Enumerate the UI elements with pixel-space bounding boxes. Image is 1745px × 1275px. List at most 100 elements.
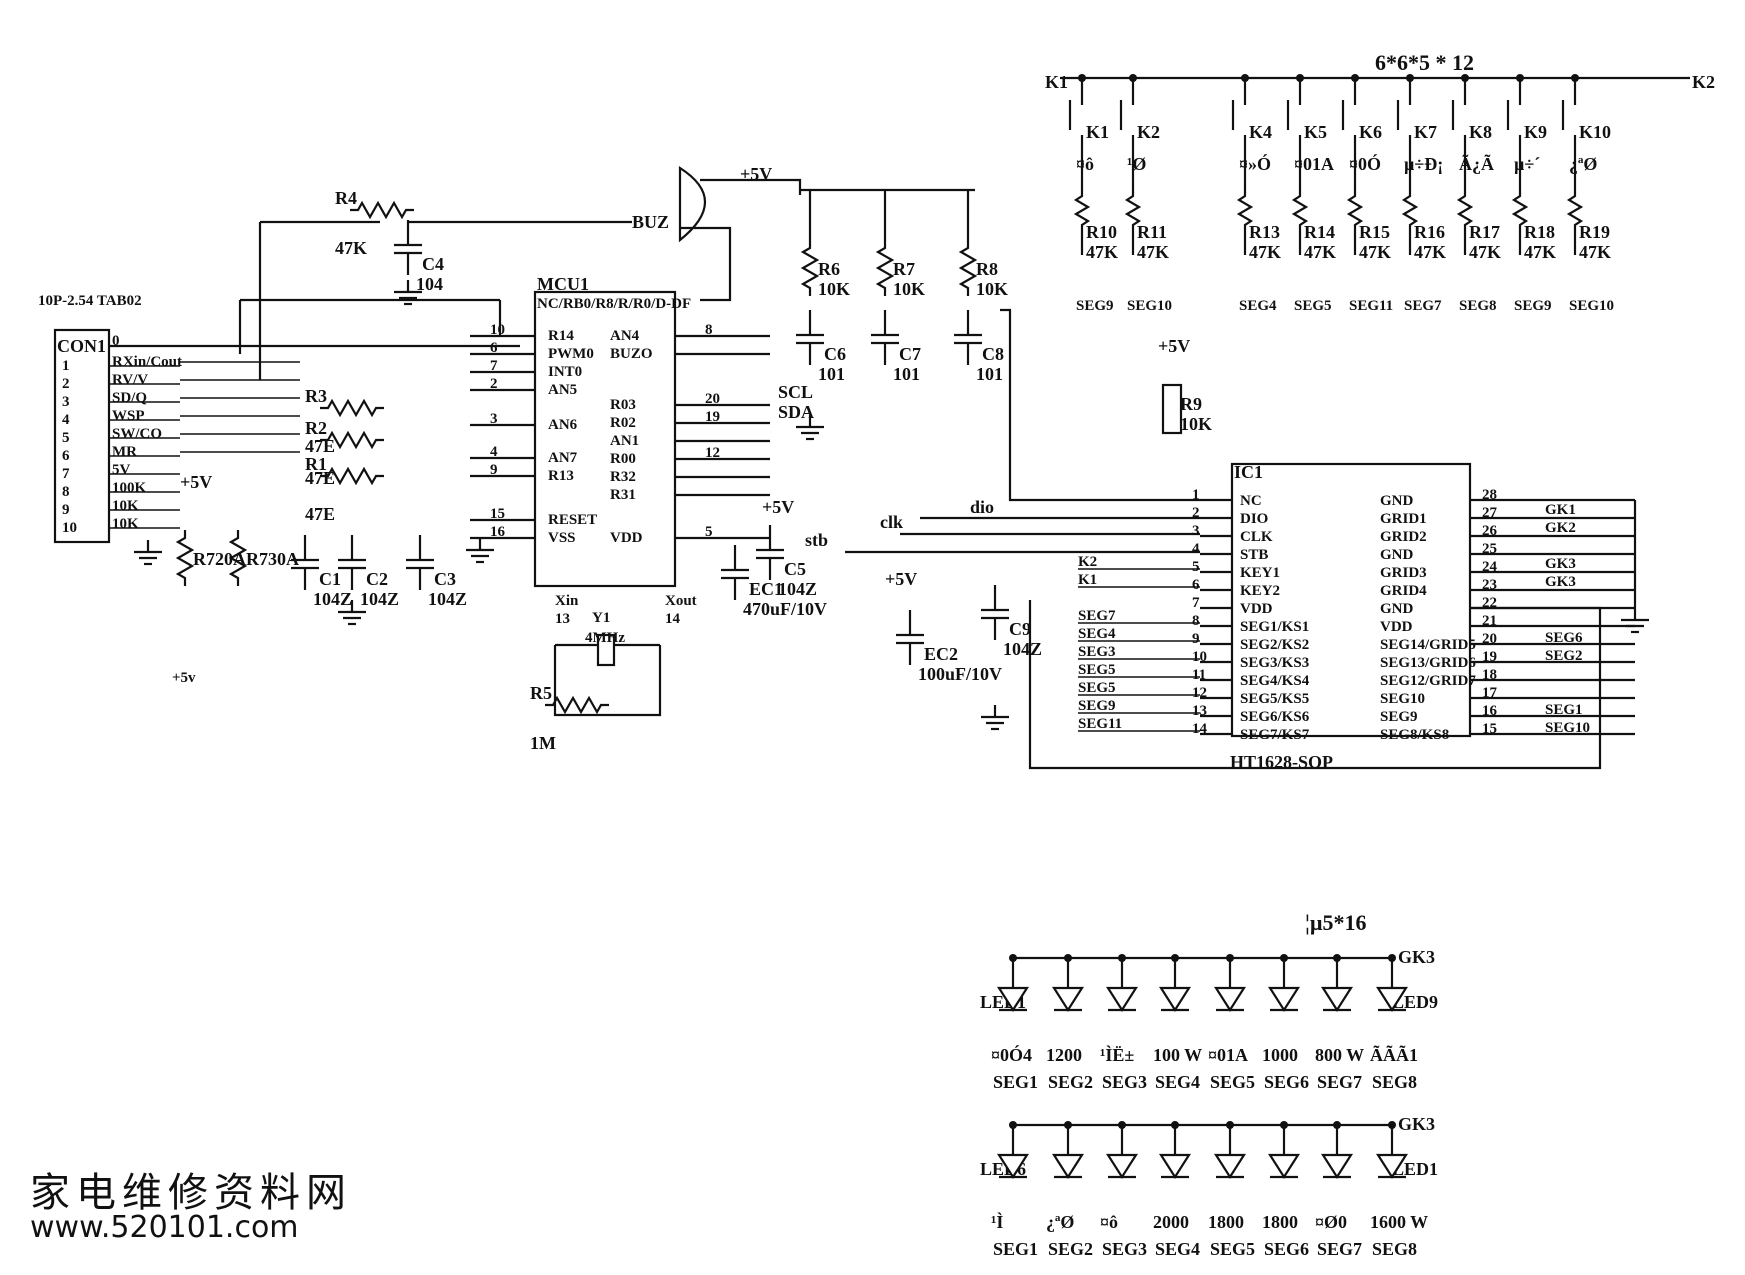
key-function: µ÷Ð¡ xyxy=(1404,154,1443,174)
key-ref: K8 xyxy=(1469,122,1492,142)
ht-pin-name: SEG14/GRID5 xyxy=(1380,637,1476,653)
resistor-symbol xyxy=(228,530,248,586)
ht-left-net: K1 xyxy=(1078,572,1097,588)
capacitor-ref: C6 xyxy=(824,344,846,364)
connector-pin-label: SD/Q xyxy=(112,390,147,406)
key-resistor xyxy=(1511,190,1529,255)
mcu-pin-number: 8 xyxy=(705,322,713,338)
capacitor-ref: EC1 xyxy=(749,579,783,599)
mcu-pin-name: R13 xyxy=(548,468,574,484)
led-label: 800 W xyxy=(1315,1045,1364,1065)
mcu-xin: Xin xyxy=(555,593,579,609)
key-seg: SEG4 xyxy=(1239,298,1277,314)
ht-left-net: SEG5 xyxy=(1078,680,1116,696)
mcu-body xyxy=(533,290,677,588)
ht-pin-name: SEG3/KS3 xyxy=(1240,655,1309,671)
net-stb: stb xyxy=(805,530,828,550)
resistor-symbol xyxy=(320,398,384,418)
key-ref: K9 xyxy=(1524,122,1547,142)
key-ref: K4 xyxy=(1249,122,1272,142)
resistor-ref: R1 xyxy=(305,454,327,474)
resistor-symbol xyxy=(875,240,895,296)
key-resistor-ref: R15 xyxy=(1359,222,1390,242)
ht-pin-name: VDD xyxy=(1240,601,1273,617)
resistor-ref: R3 xyxy=(305,386,327,406)
ht-pin-number: 1 xyxy=(1192,487,1200,503)
led-seg: SEG4 xyxy=(1155,1239,1200,1259)
connector-pin-number: 8 xyxy=(62,484,70,500)
capacitor-ref: C3 xyxy=(434,569,456,589)
connector-pin-label: RXin/Cout xyxy=(112,354,182,370)
mcu-pin-number: 9 xyxy=(490,462,498,478)
resistor-symbol xyxy=(1161,383,1183,435)
supply-label-mcu: +5V xyxy=(740,164,772,184)
mcu-pin-name: R02 xyxy=(610,415,636,431)
connector-pin-number: 5 xyxy=(62,430,70,446)
capacitor-value: 104Z xyxy=(1003,639,1042,659)
ht1628-ref: IC1 xyxy=(1234,462,1263,482)
key-seg: SEG10 xyxy=(1127,298,1172,314)
crystal-body xyxy=(596,633,616,667)
capacitor-ref: C5 xyxy=(784,559,806,579)
connector-pin-number: 2 xyxy=(62,376,70,392)
ht-pin-name: GND xyxy=(1380,547,1414,563)
ht-left-net: SEG3 xyxy=(1078,644,1116,660)
led-symbol xyxy=(1320,986,1354,1013)
key-resistor-ref: R10 xyxy=(1086,222,1117,242)
ht-pin-name: CLK xyxy=(1240,529,1273,545)
capacitor-value: 104Z xyxy=(360,589,399,609)
key-function: ¤ô xyxy=(1076,154,1094,174)
key-function: ¹Ø xyxy=(1127,154,1146,174)
key-resistor xyxy=(1456,190,1474,255)
led-symbol xyxy=(1051,986,1085,1013)
ht-pin-name: SEG10 xyxy=(1380,691,1425,707)
key-resistor-ref: R11 xyxy=(1137,222,1167,242)
resistor-value: 10K xyxy=(893,279,925,299)
mcu-pin-number: 15 xyxy=(490,506,505,522)
led-symbol xyxy=(1051,1153,1085,1180)
connector-pin-label: 5V xyxy=(112,462,131,478)
crystal-value: 4MHz xyxy=(585,630,625,646)
ht-pin-name: SEG1/KS1 xyxy=(1240,619,1309,635)
led-label: ¤0Ó4 xyxy=(991,1044,1032,1065)
resistor-r720a: R720A xyxy=(175,530,246,586)
ht1628-body xyxy=(1230,462,1472,738)
resistor-value: 10K xyxy=(976,279,1008,299)
ht-pin-name: SEG7/KS7 xyxy=(1240,727,1310,743)
ht-pin-name: KEY1 xyxy=(1240,565,1280,581)
key-resistor xyxy=(1346,190,1364,255)
key-resistor-value: 47K xyxy=(1524,242,1556,262)
supply-label-vdd: +5V xyxy=(762,497,794,517)
key-seg: SEG10 xyxy=(1569,298,1614,314)
ht-pin-name: GND xyxy=(1380,601,1414,617)
capacitor-ref: C9 xyxy=(1009,619,1031,639)
led-seg: SEG6 xyxy=(1264,1072,1309,1092)
connector-pin-number: 10 xyxy=(62,520,77,536)
mcu-xout: Xout xyxy=(665,593,697,609)
key-rail-right: K2 xyxy=(1692,72,1715,92)
ht-left-net: SEG9 xyxy=(1078,698,1116,714)
key-resistor-value: 47K xyxy=(1469,242,1501,262)
key-resistor xyxy=(1236,190,1254,255)
led-seg: SEG7 xyxy=(1317,1072,1362,1092)
led-symbol xyxy=(1213,986,1247,1013)
led-symbol xyxy=(1213,1153,1247,1180)
mcu-pin-number: 3 xyxy=(490,411,498,427)
resistor-symbol xyxy=(350,200,414,220)
mcu-pin-number: 5 xyxy=(705,524,713,540)
ht-pin-name: STB xyxy=(1240,547,1268,563)
capacitor-value: 101 xyxy=(818,364,845,384)
key-resistor-ref: R19 xyxy=(1579,222,1610,242)
